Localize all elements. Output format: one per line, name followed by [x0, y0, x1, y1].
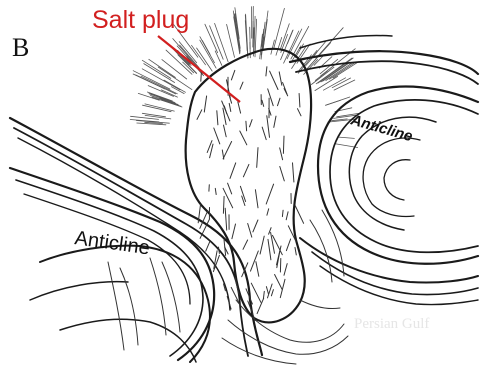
rock-texture-stroke: [201, 72, 202, 82]
rock-texture-stroke: [223, 196, 224, 213]
rock-texture-stroke: [243, 164, 249, 176]
rock-texture-stroke: [295, 206, 303, 224]
rock-texture-stroke: [271, 290, 273, 296]
hachure-stroke: [133, 74, 165, 89]
rock-texture-stroke: [267, 209, 269, 215]
rock-texture-stroke: [262, 100, 264, 106]
rock-texture-stroke: [263, 291, 264, 298]
hachure-stroke: [245, 15, 248, 58]
hachure-stroke: [138, 93, 159, 100]
rock-texture-stroke: [280, 167, 285, 181]
hachure-stroke: [254, 16, 255, 53]
rock-texture-stroke: [257, 148, 258, 168]
rock-texture-stroke: [280, 279, 285, 297]
rock-texture-stroke: [262, 127, 266, 140]
rock-texture-stroke: [298, 109, 302, 116]
rock-texture-stroke: [248, 224, 252, 238]
rock-texture-stroke: [204, 96, 206, 112]
salt-plug-label: Salt plug: [92, 6, 189, 34]
rock-texture-stroke: [251, 283, 261, 302]
rock-texture-stroke: [253, 220, 258, 232]
rock-texture-stroke: [231, 70, 234, 80]
rock-texture-stroke: [229, 103, 231, 111]
rock-texture-stroke: [225, 208, 227, 230]
rock-texture-stroke: [299, 94, 300, 108]
rock-texture-stroke: [275, 275, 282, 290]
rock-texture-stroke: [243, 240, 248, 249]
hachure-stroke: [145, 104, 174, 111]
rock-texture-stroke: [232, 224, 236, 239]
rock-texture-stroke: [215, 188, 216, 194]
rock-texture-stroke: [293, 163, 294, 182]
rock-texture-stroke: [266, 67, 267, 76]
hachure-stroke: [160, 98, 178, 104]
rock-texture-stroke: [266, 287, 268, 294]
hachure-stroke: [281, 24, 290, 48]
rock-texture-stroke: [278, 98, 281, 106]
rock-texture-stroke: [214, 128, 220, 144]
rock-texture-stroke: [295, 248, 296, 255]
rock-texture-stroke: [240, 131, 247, 145]
rock-texture-stroke: [283, 136, 284, 153]
salt-plug-leader-line: [158, 36, 240, 102]
rock-texture-stroke: [266, 184, 273, 204]
rock-texture-stroke: [240, 82, 243, 89]
rock-texture-stroke: [260, 236, 264, 254]
rock-texture-stroke: [238, 102, 241, 113]
rock-texture-stroke: [268, 239, 271, 259]
rock-texture-stroke: [283, 83, 288, 95]
rock-texture-stroke: [277, 249, 280, 267]
hachure-stroke: [235, 14, 241, 51]
rock-texture-stroke: [267, 116, 270, 138]
rock-texture-stroke: [228, 183, 232, 194]
persian-gulf-watermark: Persian Gulf: [354, 316, 429, 332]
rock-texture-stroke: [268, 89, 274, 106]
rock-texture-stroke: [223, 188, 233, 208]
hachure-stroke: [339, 137, 355, 138]
rock-texture-stroke: [222, 150, 224, 159]
central-deformed-zone: [222, 210, 348, 364]
rock-texture-stroke: [246, 121, 247, 131]
rock-texture-stroke: [270, 71, 278, 89]
rock-texture-stroke: [284, 264, 287, 276]
hachure-stroke: [288, 30, 294, 44]
rock-texture-stroke: [219, 247, 220, 253]
panel-letter: B: [12, 33, 29, 62]
rock-texture-stroke: [274, 116, 276, 127]
rock-texture-stroke: [230, 163, 236, 179]
rock-texture-stroke: [256, 262, 259, 277]
hachure-stroke: [250, 27, 251, 49]
rock-texture-stroke: [222, 101, 230, 121]
rock-texture-stroke: [282, 210, 283, 216]
hachure-stroke: [202, 41, 210, 55]
rock-texture-stroke: [250, 120, 253, 127]
rock-texture-stroke: [206, 242, 210, 252]
rock-texture-stroke: [255, 190, 258, 208]
hachure-stroke: [133, 71, 170, 89]
rock-texture-stroke: [280, 148, 283, 160]
rock-texture-stroke: [197, 110, 202, 120]
rock-texture-stroke: [286, 239, 290, 251]
hachure-stroke: [143, 105, 172, 112]
rock-texture-stroke: [286, 212, 288, 220]
right-anticline-fold: [290, 36, 478, 305]
rock-texture-stroke: [279, 72, 282, 85]
hachure-stroke: [227, 24, 235, 57]
rock-texture-stroke: [224, 125, 227, 137]
rock-texture-stroke: [223, 142, 232, 159]
hachure-stroke: [164, 80, 186, 92]
anticline-label-left: Anticline: [73, 227, 151, 259]
rock-texture-stroke: [217, 111, 218, 125]
